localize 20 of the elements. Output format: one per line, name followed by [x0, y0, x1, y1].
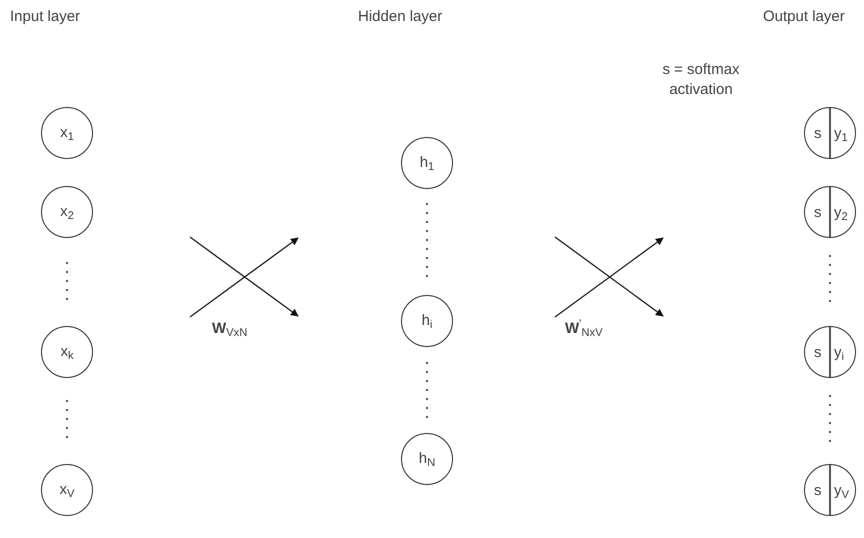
- layer-title: Hidden layer: [358, 7, 442, 27]
- weight-label: W$_{VxN}$: [212, 319, 248, 340]
- neuron-text: x$_{k}$: [60, 342, 74, 364]
- neuron-text: h$_{1}$: [420, 152, 434, 174]
- output-text: y$_{2}$: [834, 203, 848, 224]
- layer-title: Output layer: [763, 7, 845, 27]
- activation-text: s: [814, 124, 822, 144]
- output-text: y$_{1}$: [834, 124, 848, 146]
- neuron-text: x$_{V}$: [59, 480, 74, 502]
- neuron-text: h$_{i}$: [422, 310, 432, 332]
- layer-title: Input layer: [10, 7, 80, 27]
- neuron-text: x$_{1}$: [60, 122, 74, 144]
- activation-text: s: [814, 343, 822, 363]
- output-text: y$_{i}$: [834, 343, 844, 364]
- neuron-text: x$_{2}$: [60, 202, 74, 224]
- note-text: s = softmax activation: [661, 60, 741, 100]
- activation-text: s: [814, 481, 822, 501]
- activation-text: s: [814, 203, 822, 223]
- neuron-text: h$_{N}$: [418, 448, 436, 470]
- output-text: y$_{V}$: [834, 481, 850, 502]
